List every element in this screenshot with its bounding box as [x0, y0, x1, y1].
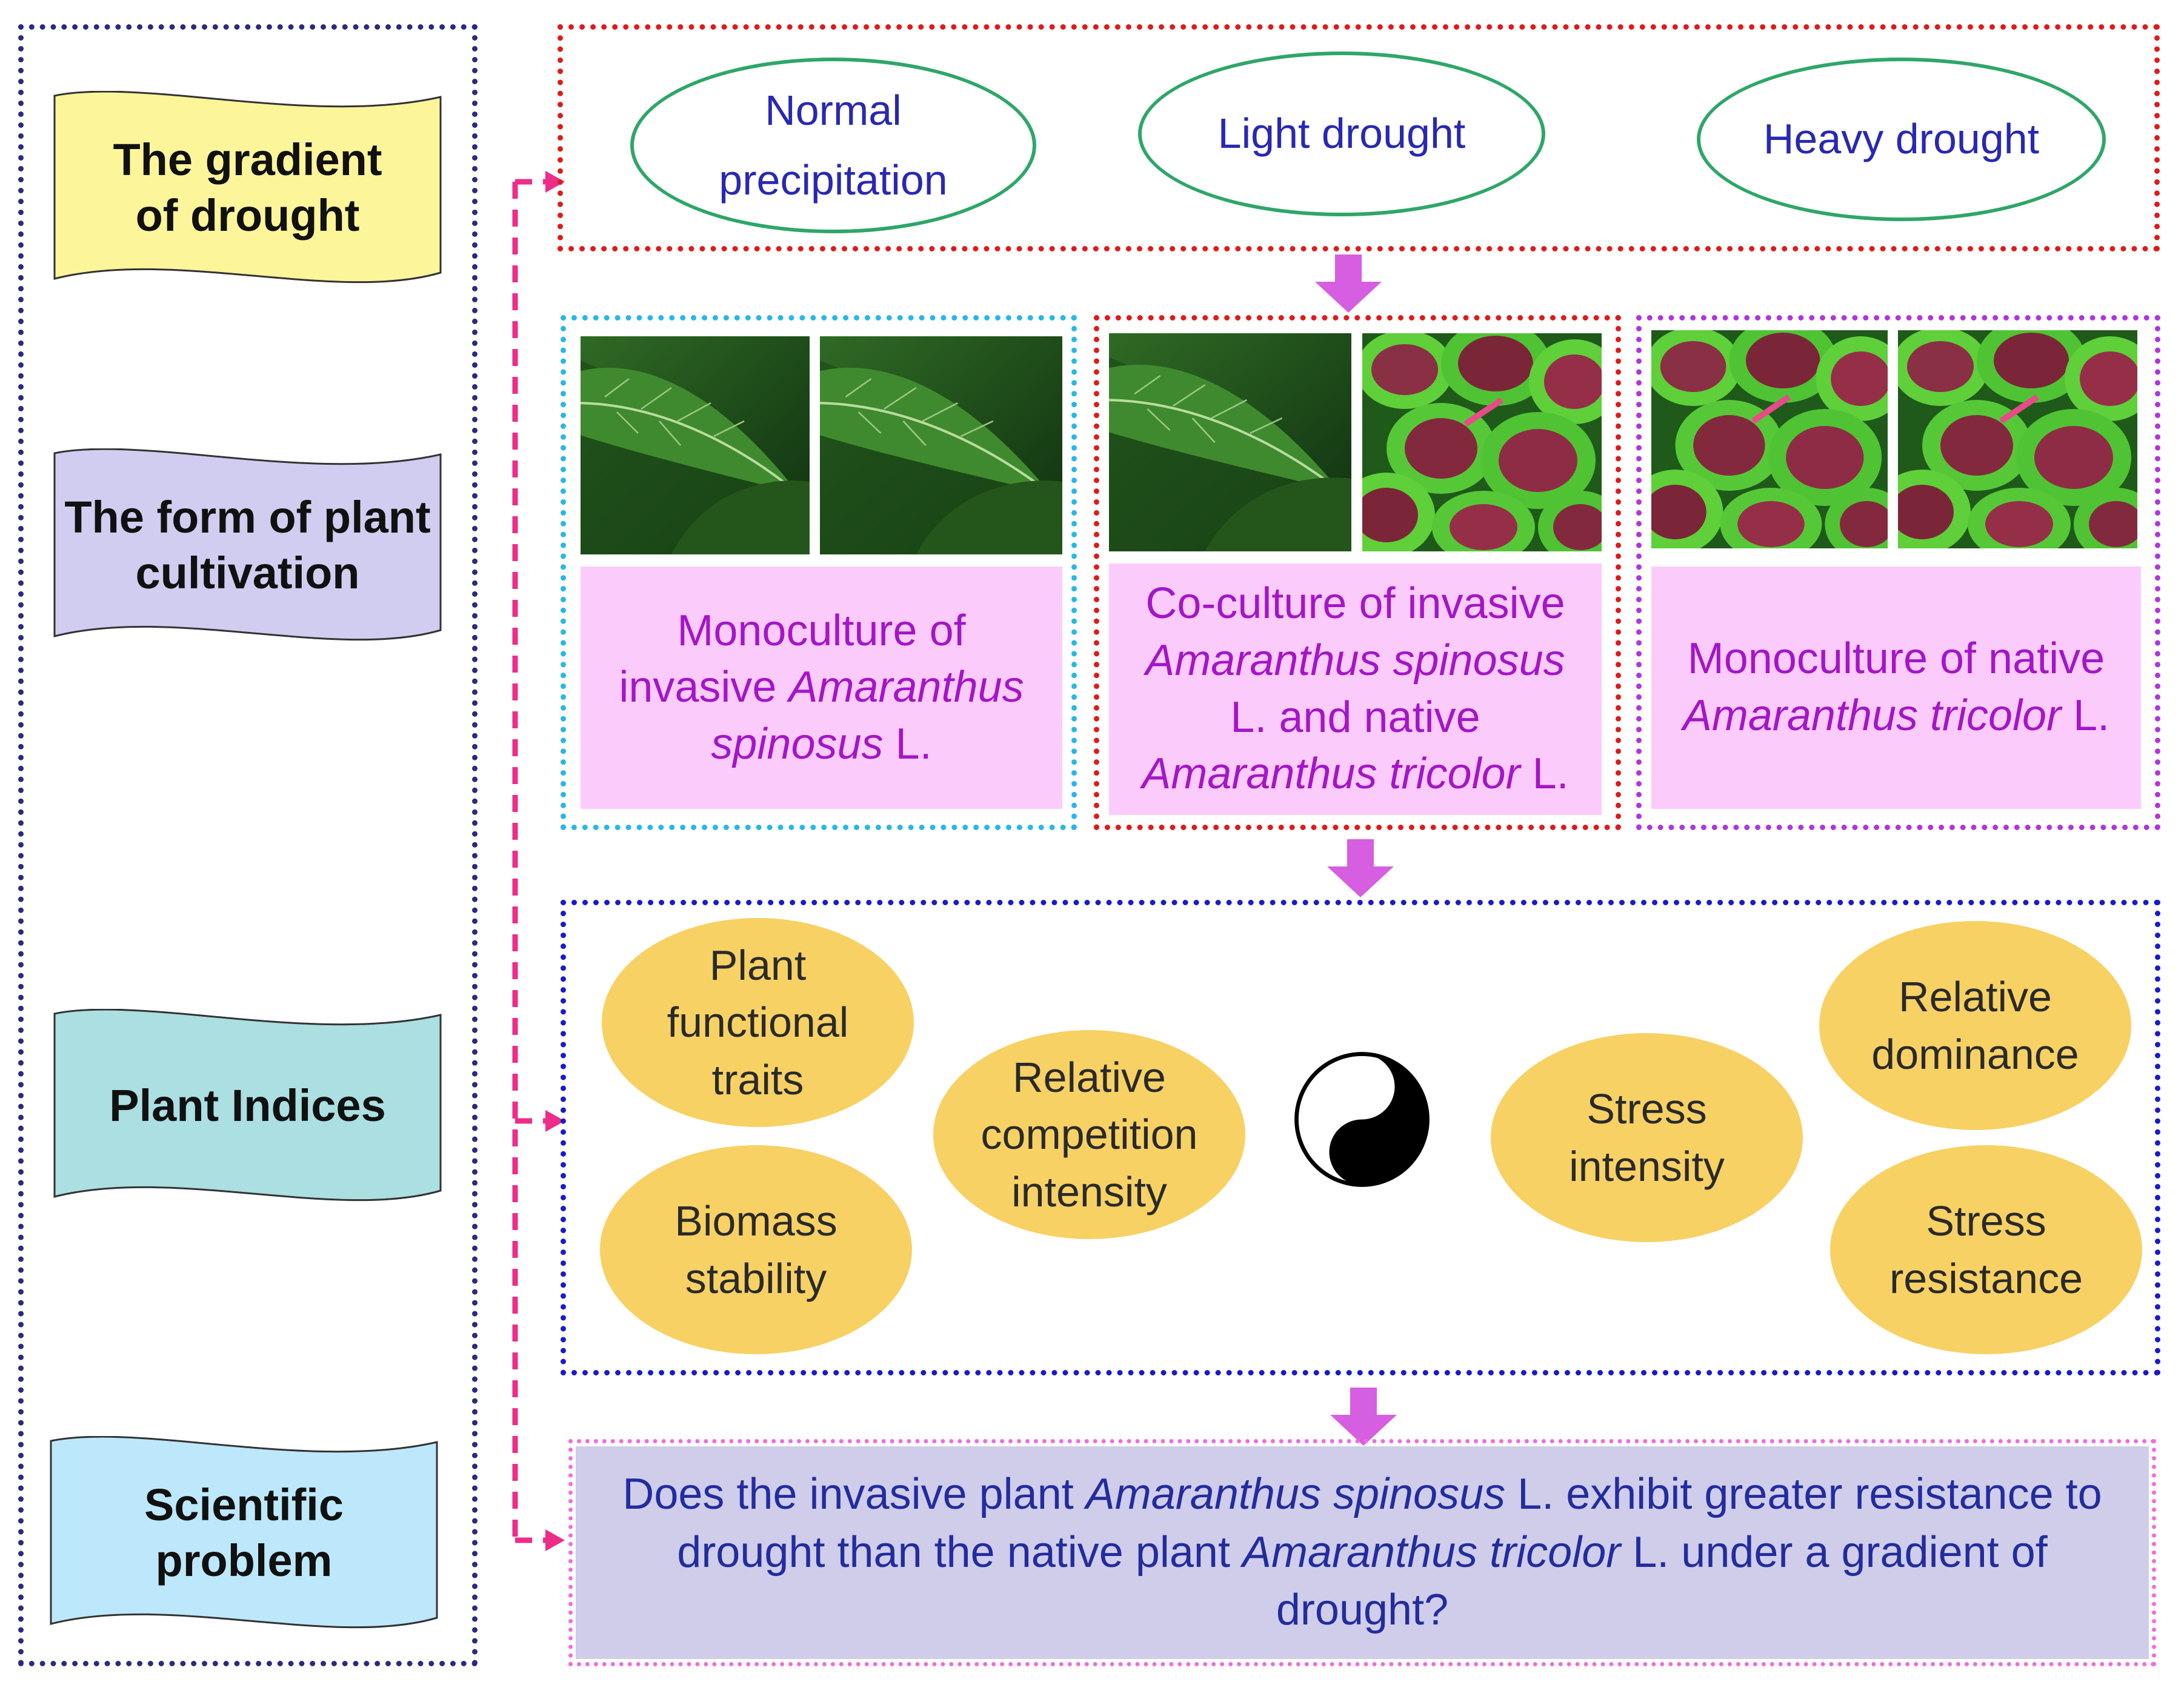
photo-spinosus-3 [1109, 333, 1351, 551]
banner-plant-indices: Plant Indices [52, 1009, 443, 1203]
banner-scientific-problem: Scientific problem [48, 1436, 439, 1630]
ellipse-heavy-drought: Heavy drought [1697, 58, 2106, 221]
arrowhead-indices [545, 1110, 565, 1132]
caption-coculture: Co-culture of invasive Amaranthus spinos… [1109, 564, 1602, 815]
yin-yang-icon [1294, 1052, 1430, 1187]
arrowhead-drought [545, 171, 565, 193]
arrowhead-problem [545, 1529, 565, 1551]
ellipse-stress-intensity: Stress intensity [1491, 1033, 1803, 1242]
left-panel [18, 24, 478, 1666]
label-cultivation: The form of plant cultivation [64, 491, 431, 599]
caption-mono-invasive: Monoculture of invasive Amaranthus spino… [581, 567, 1062, 809]
photo-tricolor-3 [1898, 330, 2137, 548]
down-arrow-2 [1327, 839, 1394, 897]
ellipse-biomass-stability: Biomass stability [600, 1145, 912, 1354]
drought-row-box [558, 24, 2160, 251]
down-arrow-3 [1330, 1388, 1397, 1446]
banner-cultivation-form: The form of plant cultivation [52, 448, 443, 642]
scientific-question: Does the invasive plant Amaranthus spino… [576, 1446, 2149, 1659]
down-arrow-1 [1315, 254, 1382, 313]
connector-lines [512, 171, 565, 1551]
banner-drought-gradient: The gradient of drought [52, 91, 443, 285]
label-indices: Plant Indices [109, 1080, 386, 1131]
ellipse-light-drought: Light drought [1138, 52, 1545, 216]
photo-spinosus-1 [581, 336, 810, 554]
ellipse-relative-competition: Relative competition intensity [933, 1030, 1245, 1239]
photo-tricolor-1 [1362, 333, 1602, 551]
photo-tricolor-2 [1651, 330, 1888, 548]
photo-spinosus-2 [820, 336, 1062, 554]
ellipse-stress-resistance: Stress resistance [1830, 1145, 2142, 1354]
panel-mono-invasive [561, 315, 1077, 830]
question-box [568, 1439, 2156, 1666]
label-drought: The gradient of drought [113, 134, 382, 241]
ellipse-functional-traits: Plant functional traits [602, 918, 914, 1127]
indices-box [561, 900, 2160, 1375]
ellipse-normal-precipitation: Normal precipitation [630, 58, 1036, 233]
label-problem: Scientific problem [144, 1479, 344, 1586]
panel-coculture [1094, 315, 1621, 830]
panel-mono-native [1636, 315, 2160, 830]
ellipse-relative-dominance: Relative dominance [1819, 921, 2131, 1130]
